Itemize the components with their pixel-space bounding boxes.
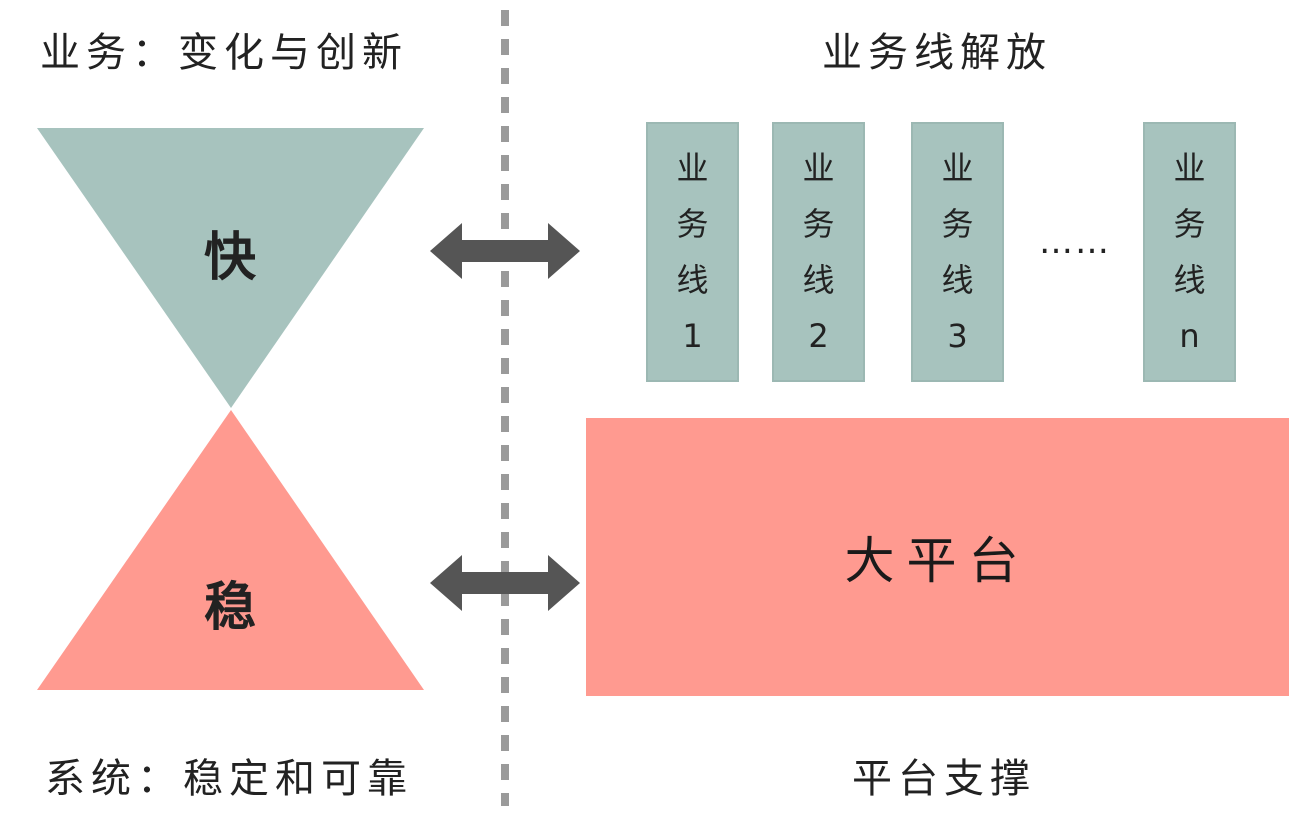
platform-support-heading: 平台支撑 (852, 756, 1036, 802)
lane-char: 线 (941, 261, 974, 299)
lane-char: 业 (941, 149, 974, 187)
lane-char: 线 (802, 261, 835, 299)
lane-number: 1 (682, 317, 703, 355)
business-line-1: 业 务 线 1 (646, 122, 739, 382)
business-line-2: 业 务 线 2 (772, 122, 865, 382)
business-line-3: 业 务 线 3 (911, 122, 1004, 382)
lane-char: 务 (941, 205, 974, 243)
stable-triangle (37, 410, 424, 690)
stable-label: 稳 (203, 578, 256, 638)
lane-char: 线 (676, 261, 709, 299)
bottom-double-arrow (430, 555, 580, 611)
business-heading: 业务：变化与创新 (40, 30, 408, 76)
lane-char: 业 (802, 149, 835, 187)
lane-char: 务 (1173, 205, 1206, 243)
lane-char: 线 (1173, 261, 1206, 299)
lane-char: 业 (676, 149, 709, 187)
platform-label: 大平台 (844, 532, 1031, 590)
lanes-ellipsis: …… (1039, 222, 1111, 262)
lane-char: 务 (676, 205, 709, 243)
fast-label: 快 (203, 228, 256, 288)
system-heading: 系统：稳定和可靠 (45, 756, 413, 802)
fast-triangle (37, 128, 424, 408)
lane-number: n (1179, 317, 1200, 355)
platform-box: 大平台 (586, 418, 1289, 696)
top-double-arrow (430, 223, 580, 279)
lane-char: 务 (802, 205, 835, 243)
lane-char: 业 (1173, 149, 1206, 187)
business-lines-heading: 业务线解放 (822, 30, 1052, 76)
lane-number: 2 (808, 317, 829, 355)
lane-number: 3 (947, 317, 968, 355)
business-line-n: 业 务 线 n (1143, 122, 1236, 382)
